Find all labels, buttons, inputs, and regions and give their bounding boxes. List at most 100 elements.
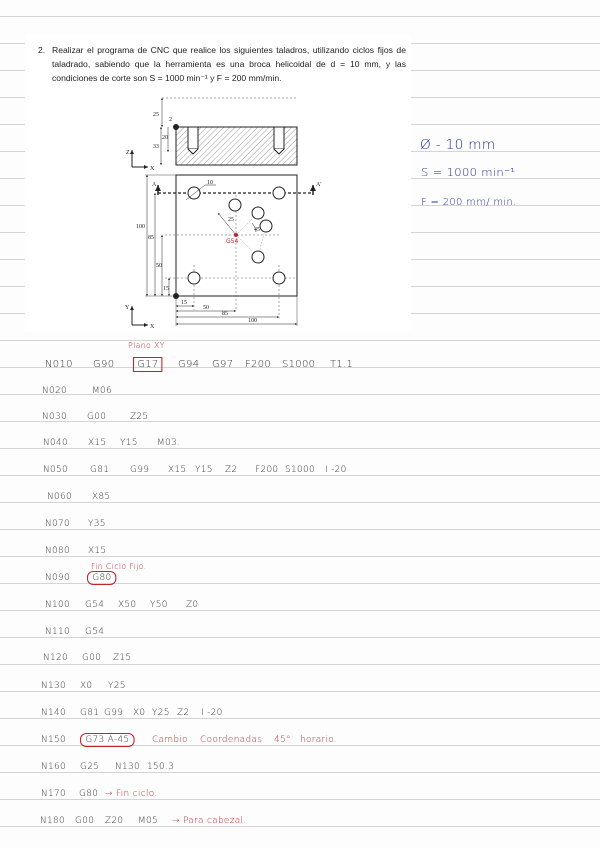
line-number: N160 xyxy=(41,762,66,772)
code-token: F200 xyxy=(245,359,272,370)
note-feed: F = 200 mm/ min. xyxy=(421,197,517,208)
top-view: A A' 25 45° 10 G54 100 85 50 15 xyxy=(125,174,321,330)
line-number: N150 xyxy=(41,735,66,745)
hole xyxy=(251,206,265,220)
ruled-line xyxy=(0,772,600,773)
code-token: G54 xyxy=(85,600,105,610)
code-token: S1000 xyxy=(285,465,315,475)
line-number: N060 xyxy=(47,492,72,502)
dim-33: 33 xyxy=(153,144,159,150)
code-token: M06 xyxy=(92,386,113,396)
radius-label: 25 xyxy=(228,217,234,223)
dim-2: 2 xyxy=(169,117,172,123)
code-token: S1000 xyxy=(282,359,316,370)
ruled-line xyxy=(0,745,600,746)
code-token: X50 xyxy=(118,600,137,610)
ruled-line xyxy=(0,799,600,800)
ruled-line xyxy=(0,556,600,557)
ruled-line xyxy=(0,421,600,422)
code-token: Y15 xyxy=(195,465,213,475)
code-token: Z25 xyxy=(130,412,149,422)
axis-y-label: Y xyxy=(125,305,130,311)
ruled-line xyxy=(0,718,600,719)
code-token: G99 xyxy=(130,465,150,475)
ruled-line xyxy=(0,583,600,584)
line-number: N170 xyxy=(41,789,66,799)
g54-annotation: G54 xyxy=(226,238,238,245)
code-token: Z20 xyxy=(105,816,124,826)
code-token: G80 xyxy=(79,789,99,799)
code-token: G00 xyxy=(82,653,102,663)
note-speed: S = 1000 min⁻¹ xyxy=(421,166,516,179)
annotation: Fin Ciclo Fijo. xyxy=(91,562,147,571)
dim-bottom-85: 85 xyxy=(222,311,228,317)
annotation: → Fin ciclo. xyxy=(105,789,158,799)
code-token: Z2 xyxy=(177,708,190,718)
axis-z-label: Z xyxy=(126,150,130,156)
code-token: X85 xyxy=(92,492,111,502)
code-token: X15 xyxy=(88,438,107,448)
dim-bottom-50: 50 xyxy=(203,305,209,311)
ruled-line xyxy=(0,637,600,638)
code-token: Z2 xyxy=(225,465,238,475)
hole xyxy=(272,271,286,285)
problem-card xyxy=(25,35,411,332)
hole xyxy=(251,250,265,264)
line-number: N090 xyxy=(45,573,70,583)
code-token: G17 xyxy=(133,357,163,372)
ruled-line xyxy=(0,664,600,665)
ruled-line xyxy=(0,448,600,449)
code-token: 150.3 xyxy=(147,762,175,772)
code-token: M05 xyxy=(138,816,159,826)
annotation: → Para cabezal. xyxy=(172,816,247,826)
code-token: Y25 xyxy=(108,681,126,691)
line-number: N180 xyxy=(40,816,65,826)
dim-left-50: 50 xyxy=(156,263,162,269)
ruled-line xyxy=(0,691,600,692)
problem-statement: 2. Realizar el programa de CNC que reali… xyxy=(38,43,406,85)
annotation: horario. xyxy=(300,735,338,745)
ruled-line xyxy=(0,502,600,503)
code-token: I -20 xyxy=(201,708,223,718)
line-number: N050 xyxy=(43,465,68,475)
code-token: G81 xyxy=(80,708,100,718)
g54-origin-marker xyxy=(234,233,238,237)
code-token: X15 xyxy=(88,546,107,556)
code-token: G81 xyxy=(90,465,110,475)
code-token: X15 xyxy=(168,465,187,475)
problem-number: 2. xyxy=(38,45,46,55)
axis-x-label: X xyxy=(150,166,155,172)
dim-bottom-100: 100 xyxy=(248,318,257,324)
problem-text: Realizar el programa de CNC que realice … xyxy=(52,45,406,83)
line-number: N120 xyxy=(43,653,68,663)
code-token: G90 xyxy=(93,359,115,370)
hole xyxy=(228,198,242,212)
dim-bottom-15: 15 xyxy=(181,300,187,306)
code-token: N130 xyxy=(115,762,140,772)
code-token: T1.1 xyxy=(330,359,354,370)
hole xyxy=(259,219,273,233)
section-label-a: A xyxy=(152,182,157,188)
code-token: Y25 xyxy=(152,708,170,718)
ruled-line xyxy=(0,610,600,611)
ruled-line xyxy=(0,826,600,827)
code-token: X0 xyxy=(80,681,93,691)
angle-label: 45° xyxy=(254,226,263,233)
annotation: Coordenadas xyxy=(200,735,263,745)
code-token: G54 xyxy=(85,627,105,637)
code-token: Z0 xyxy=(186,600,199,610)
code-token: Y35 xyxy=(88,519,106,529)
code-token: Z15 xyxy=(113,653,132,663)
ruled-line xyxy=(0,16,600,17)
code-token: G80 xyxy=(87,571,117,585)
side-view: 25 2 20 33 Z X xyxy=(126,97,298,172)
code-token: X0 xyxy=(133,708,146,718)
hole xyxy=(272,186,286,200)
dim-25: 25 xyxy=(153,112,159,118)
ruled-line xyxy=(0,394,600,395)
ruled-line xyxy=(0,475,600,476)
ruled-line xyxy=(0,367,600,368)
annotation: 45° xyxy=(274,735,291,745)
code-token: Y15 xyxy=(120,438,138,448)
code-token: G97 xyxy=(212,359,234,370)
